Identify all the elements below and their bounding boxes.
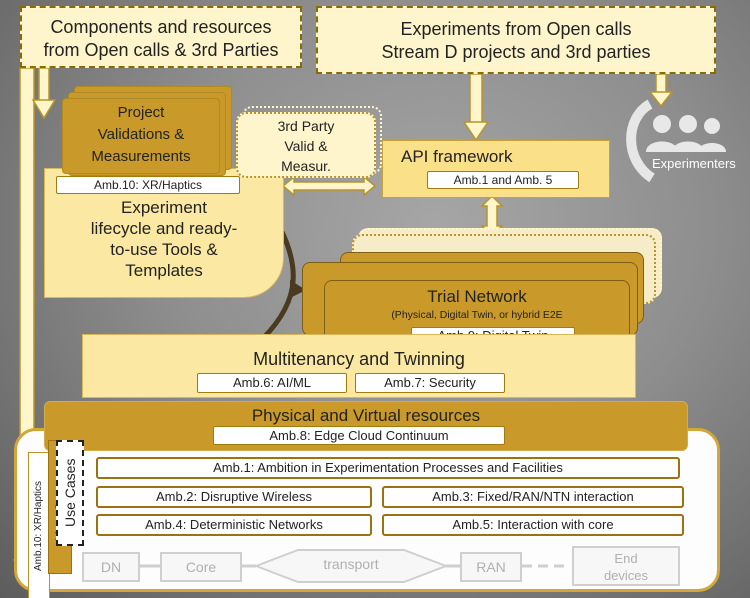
use-cases-dashed-tab: Use Cases (56, 440, 84, 546)
chain-ran: RAN (460, 552, 522, 582)
center-down-arrow (469, 73, 483, 125)
experimenters-group: Experimenters (640, 112, 750, 172)
third-party-line-2: Valid & (284, 138, 328, 154)
right-down-arrow (655, 73, 667, 95)
components-line-1: Components and resources (50, 17, 272, 37)
trial-network-title: Trial Network (427, 287, 527, 306)
multitenancy-aiml-label: Amb.6: AI/ML (197, 373, 347, 393)
lifecycle-line-3: to-use Tools & (110, 240, 218, 259)
project-validations-line-1: Project (117, 104, 165, 121)
components-line-2: from Open calls & 3rd Parties (43, 40, 279, 60)
ambition-2-pill: Amb.2: Disruptive Wireless (96, 486, 372, 508)
left-arrowhead-inner (31, 99, 57, 120)
center-down-arrowhead (462, 121, 490, 142)
physical-virtual-label: Amb.8: Edge Cloud Continuum (213, 426, 505, 445)
lifecycle-amb10-label: Amb.10: XR/Haptics (56, 176, 240, 194)
horizontal-double-arrow (281, 175, 377, 197)
chain-end-devices: End devices (572, 546, 680, 586)
use-cases-title: Use Cases (62, 458, 78, 528)
lifecycle-line-4: Templates (125, 261, 203, 280)
ambition-5-pill: Amb.5: Interaction with core (382, 514, 684, 536)
chain-transport: transport (323, 556, 379, 572)
physical-virtual-box: Physical and Virtual resources Amb.8: Ed… (44, 401, 688, 451)
experiments-box: Experiments from Open calls Stream D pro… (316, 6, 716, 74)
api-framework-box: API framework Amb.1 and Amb. 5 (382, 140, 610, 198)
use-cases-side-label: Amb.10: XR/Haptics (33, 480, 44, 572)
physical-virtual-title: Physical and Virtual resources (251, 406, 481, 425)
third-party-line-1: 3rd Party (277, 118, 335, 134)
ambition-1-pill: Amb.1: Ambition in Experimentation Proce… (96, 457, 680, 479)
api-framework-label: Amb.1 and Amb. 5 (427, 171, 579, 189)
third-party-line-3: Measur. (281, 158, 331, 174)
multitenancy-title: Multitenancy and Twinning (253, 349, 465, 369)
api-framework-title: API framework (401, 147, 513, 166)
right-down-arrowhead (648, 91, 674, 108)
experiments-line-2: Stream D projects and 3rd parties (381, 42, 651, 62)
multitenancy-box: Multitenancy and Twinning Amb.6: AI/ML A… (82, 334, 636, 398)
chain-core: Core (160, 552, 242, 582)
project-validations-line-2: Validations & (97, 126, 185, 143)
curved-arrowhead (290, 280, 306, 298)
experimenters-arc (626, 99, 656, 183)
project-validations-box: Project Validations & Measurements (62, 98, 220, 174)
ambition-3-pill: Amb.3: Fixed/RAN/NTN interaction (382, 486, 684, 508)
trial-network-subtitle: (Physical, Digital Twin, or hybrid E2E (391, 309, 563, 321)
use-cases-side-strip: Amb.10: XR/Haptics (28, 452, 50, 598)
people-icon (646, 115, 726, 152)
lifecycle-text: Experiment lifecycle and ready- to-use T… (45, 197, 283, 281)
chain-dn: DN (82, 552, 140, 582)
experimenters-label: Experimenters (652, 156, 736, 171)
components-resources-box: Components and resources from Open calls… (20, 6, 302, 68)
experiments-line-1: Experiments from Open calls (400, 19, 632, 39)
project-validations-line-3: Measurements (91, 148, 191, 165)
multitenancy-security-label: Amb.7: Security (355, 373, 505, 393)
third-party-validation-box: 3rd Party Valid & Measur. (236, 112, 376, 178)
left-arrow-inner (38, 67, 50, 103)
ambition-4-pill: Amb.4: Deterministic Networks (96, 514, 372, 536)
lifecycle-line-2: lifecycle and ready- (90, 219, 238, 238)
lifecycle-line-1: Experiment (121, 198, 207, 217)
